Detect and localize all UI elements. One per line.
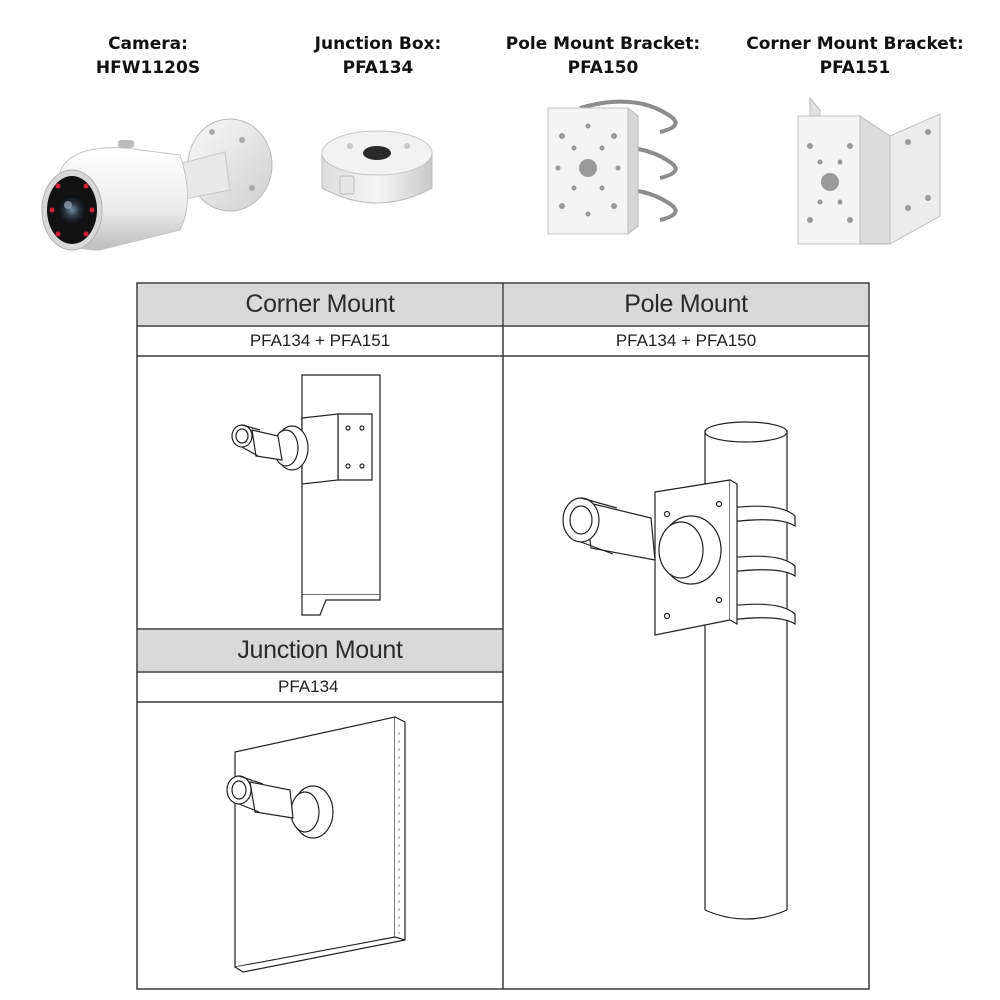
pole-bracket-caption: Pole Mount Bracket: PFA150 — [488, 32, 718, 80]
junction-box-role-label: Junction Box: — [314, 34, 442, 54]
corner-mount-bracket-photo — [797, 96, 941, 245]
pole-bracket-model-label: PFA150 — [567, 58, 639, 78]
pole-bracket-role-label: Pole Mount Bracket: — [505, 34, 701, 54]
camera-caption: Camera: HFW1120S — [68, 32, 228, 80]
camera-role-label: Camera: — [108, 34, 188, 54]
junction-box-caption: Junction Box: PFA134 — [298, 32, 458, 80]
corner-mount-parts: PFA134 + PFA151 — [138, 327, 502, 355]
junction-mount-drawing — [226, 716, 406, 973]
corner-mount-header: Corner Mount — [138, 284, 502, 325]
corner-bracket-role-label: Corner Mount Bracket: — [746, 34, 964, 54]
junction-box-photo — [321, 130, 433, 204]
corner-mount-drawing — [231, 374, 381, 616]
junction-mount-parts: PFA134 — [138, 673, 502, 701]
pole-mount-parts: PFA134 + PFA150 — [504, 327, 868, 355]
pole-mount-drawing — [562, 421, 796, 920]
pole-mount-bracket-photo — [547, 99, 678, 236]
bullet-camera-photo — [41, 118, 273, 251]
junction-mount-header: Junction Mount — [138, 630, 502, 671]
junction-box-model-label: PFA134 — [342, 58, 414, 78]
camera-model-label: HFW1120S — [95, 58, 201, 78]
pole-mount-header: Pole Mount — [504, 284, 868, 325]
corner-bracket-caption: Corner Mount Bracket: PFA151 — [730, 32, 980, 80]
corner-bracket-model-label: PFA151 — [819, 58, 891, 78]
